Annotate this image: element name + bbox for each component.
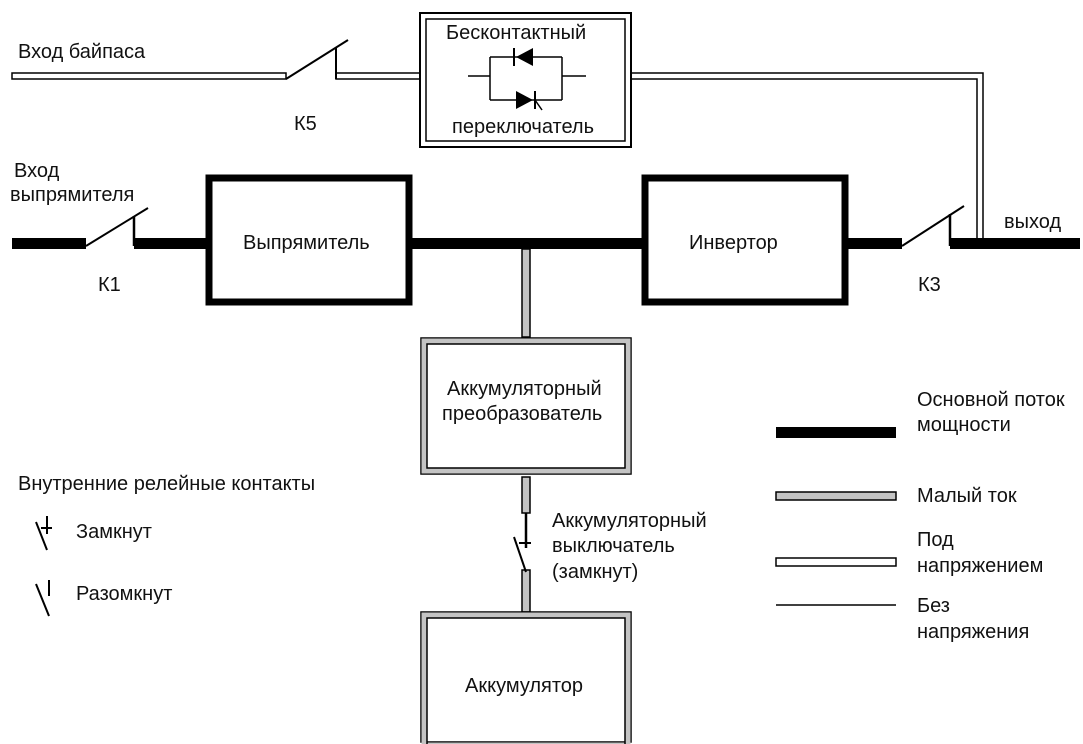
battery-converter-label-2: преобразователь: [442, 403, 602, 425]
inverter-block: [641, 174, 849, 306]
legend-energized-label-2: напряжением: [917, 555, 1043, 577]
legend-main-flow-swatch: [776, 427, 896, 438]
static-switch-title: Бесконтактный: [446, 22, 586, 44]
closed-contact-icon: [35, 516, 52, 551]
legend-deenergized-label-1: Без: [917, 595, 950, 617]
thyristor-top-icon: [516, 48, 533, 66]
relay-closed-label: Замкнут: [76, 521, 152, 543]
rectifier-label: Выпрямитель: [243, 232, 370, 254]
battery-breaker-label-2: выключатель: [552, 535, 675, 557]
relay-legend-title: Внутренние релейные контакты: [18, 473, 315, 495]
dc-link-line: [521, 248, 531, 338]
battery-converter-label-1: Аккумуляторный: [447, 378, 602, 400]
legend-deenergized-label-2: напряжения: [917, 621, 1029, 643]
battery-converter-block: [420, 337, 632, 475]
legend-main-flow-label-2: мощности: [917, 414, 1011, 436]
rectifier-block: [205, 174, 413, 306]
k3-switch: [901, 205, 965, 247]
static-switch-subtitle: переключатель: [452, 116, 594, 138]
thyristor-bottom-icon: [516, 91, 533, 109]
battery-breaker-label-3: (замкнут): [552, 561, 638, 583]
output-label: выход: [1004, 211, 1061, 233]
battery-block: [420, 611, 632, 744]
breaker-to-battery-line: [521, 569, 531, 613]
bypass-input-label: Вход байпаса: [18, 41, 146, 63]
k3-label: К3: [918, 274, 941, 296]
legend-low-current-swatch: [775, 491, 897, 501]
inverter-label: Инвертор: [689, 232, 778, 254]
converter-to-breaker-line: [521, 476, 531, 514]
legend-energized-label-1: Под: [917, 529, 954, 551]
k1-label: К1: [98, 274, 121, 296]
legend-main-flow-label-1: Основной поток: [917, 389, 1065, 411]
battery-breaker-switch: [513, 513, 531, 573]
legend-energized-swatch: [775, 557, 897, 567]
k5-label: К5: [294, 113, 317, 135]
k1-switch: [85, 207, 149, 247]
battery-label: Аккумулятор: [465, 675, 583, 697]
legend-low-current-label: Малый ток: [917, 485, 1017, 507]
relay-open-label: Разомкнут: [76, 583, 172, 605]
main-power-line: [12, 238, 1080, 249]
rectifier-input-label-2: выпрямителя: [10, 184, 134, 206]
rectifier-input-label-1: Вход: [14, 160, 60, 182]
battery-breaker-label-1: Аккумуляторный: [552, 510, 707, 532]
bypass-line: [11, 72, 984, 243]
k5-switch: [285, 39, 349, 80]
open-contact-icon: [35, 580, 50, 617]
static-switch-block: [419, 12, 632, 148]
